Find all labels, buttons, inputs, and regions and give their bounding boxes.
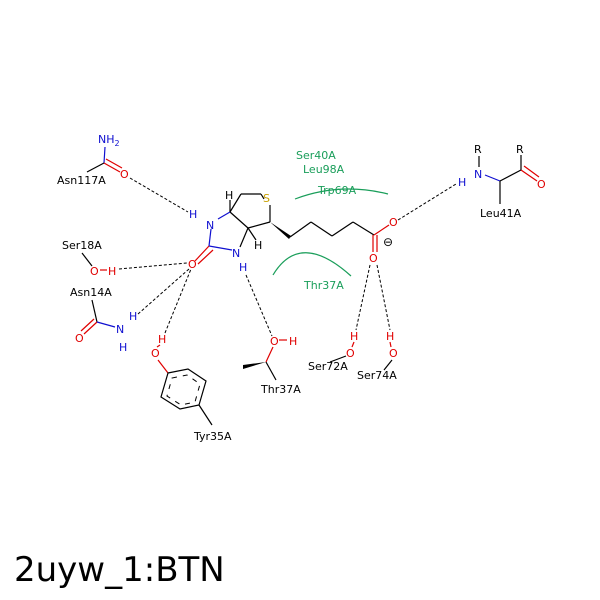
ser72-h: H <box>350 330 358 343</box>
hbond <box>129 177 189 213</box>
bond <box>103 146 106 164</box>
residue-label-ser72: Ser72A <box>308 360 348 373</box>
hydrophobic-label-trp69: Trp69A <box>317 184 357 197</box>
bond <box>383 359 393 371</box>
hbond <box>118 262 188 270</box>
bond <box>247 227 257 241</box>
hydrophobic-label-leu98: Leu98A <box>303 163 345 176</box>
hbond <box>137 268 190 315</box>
bond <box>91 299 98 323</box>
bond <box>208 245 233 251</box>
wedge-bond <box>270 222 291 239</box>
wedge-bond <box>243 362 266 369</box>
bond <box>157 359 169 374</box>
atom-h-c1: H <box>225 189 233 202</box>
bond <box>265 361 277 381</box>
residue-label-ser74: Ser74A <box>357 369 397 382</box>
hbond <box>397 183 457 221</box>
hbond <box>245 274 273 337</box>
bond <box>484 174 501 182</box>
bond <box>217 211 231 220</box>
bond <box>96 321 116 328</box>
bond <box>208 228 212 247</box>
leu41-r2: R <box>516 143 524 156</box>
charge-symbol: ⊖ <box>383 235 393 249</box>
residue-label-tyr35: Tyr35A <box>193 430 232 443</box>
bond <box>86 162 105 173</box>
asn117-nh2: NH2 <box>98 133 120 148</box>
bond <box>83 321 98 335</box>
asn14-h2: H <box>119 341 127 354</box>
asn14-o: O <box>75 332 84 345</box>
atom-n1: N <box>206 219 214 232</box>
bond <box>103 162 121 173</box>
bond <box>289 221 312 238</box>
residue-label-asn14: Asn14A <box>70 286 112 299</box>
bond <box>80 318 95 332</box>
atom-h-n2: H <box>239 261 247 274</box>
hydrophobic-label-thr37: Thr37A <box>303 279 344 292</box>
bond <box>351 341 355 348</box>
atom-o-carboxyl-2: O <box>369 252 378 265</box>
residue-label-thr37: Thr37A <box>260 383 301 396</box>
leu41-h: H <box>458 176 466 189</box>
leu41-n: N <box>474 168 482 181</box>
bond <box>229 193 242 213</box>
residue-label-leu41: Leu41A <box>480 207 522 220</box>
bond <box>198 404 213 426</box>
residue-label-asn117: Asn117A <box>57 174 106 187</box>
hydrophobic-arc-top <box>294 188 389 200</box>
atom-n2: N <box>232 247 240 260</box>
bond <box>156 344 161 348</box>
leu41-o: O <box>537 178 546 191</box>
bond <box>389 341 392 348</box>
tyr35-ring <box>160 368 207 410</box>
bond <box>265 346 274 363</box>
bond <box>81 252 93 267</box>
ser74-h: H <box>386 330 394 343</box>
bond <box>105 158 123 169</box>
diagram-title: 2uyw_1:BTN <box>14 550 225 590</box>
bond <box>239 227 249 248</box>
tyr35-ring-inner <box>166 374 201 406</box>
atom-h-n1: H <box>189 208 197 221</box>
bond <box>260 193 265 200</box>
thr37-o: O <box>270 335 279 348</box>
hbond <box>164 268 192 334</box>
asn14-n: N <box>116 323 124 336</box>
hbond <box>355 264 371 331</box>
asn14-h1: H <box>129 310 137 323</box>
atom-o-ureido: O <box>188 258 197 271</box>
bond <box>310 221 333 237</box>
ser18-o: O <box>90 265 99 278</box>
tyr35-h: H <box>158 333 166 346</box>
tyr35-o: O <box>151 347 160 360</box>
atom-h-c2: H <box>254 239 262 252</box>
hydrophobic-label-ser40: Ser40A <box>296 149 336 162</box>
ser18-h: H <box>108 265 116 278</box>
ser74-o: O <box>389 347 398 360</box>
bond <box>499 169 522 182</box>
bond <box>329 355 347 363</box>
bond <box>520 169 538 182</box>
bond <box>352 221 375 236</box>
hbond <box>376 264 391 331</box>
ser72-o: O <box>346 347 355 360</box>
bond <box>331 221 354 237</box>
atom-s: S <box>263 192 270 205</box>
asn117-o: O <box>120 168 129 181</box>
hydrophobic-arc-bottom <box>272 252 352 277</box>
bond <box>229 211 249 229</box>
bond <box>197 249 214 265</box>
bond <box>523 165 540 178</box>
leu41-r1: R <box>474 143 482 156</box>
bond <box>194 245 210 262</box>
thr37-h: H <box>289 335 297 348</box>
atom-o-carboxyl-1: O <box>389 216 398 229</box>
residue-label-ser18: Ser18A <box>62 239 102 252</box>
bond <box>247 221 271 229</box>
bond <box>373 224 390 236</box>
